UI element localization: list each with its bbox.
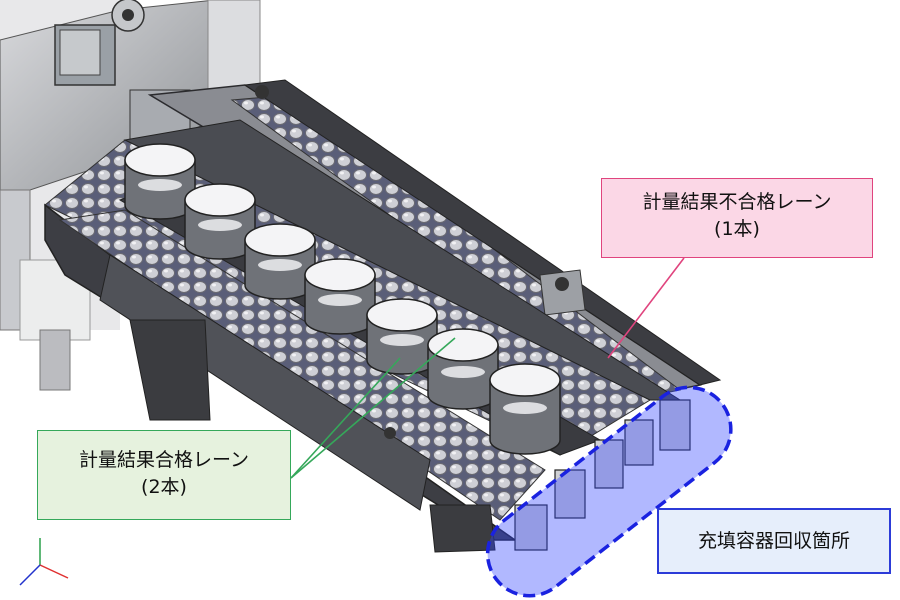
end-stoppers — [514, 399, 691, 551]
cup — [304, 258, 376, 335]
ok-leader-line — [290, 357, 401, 479]
ng-lane-label: 計量結果不合格レーン — [642, 191, 832, 213]
recovery-label: 充填容器回収箇所 — [697, 530, 850, 552]
cup — [489, 363, 561, 455]
ok-lane-count: (2本) — [141, 476, 187, 498]
machine-frame-upper-left — [0, 0, 261, 391]
ng-lane-count: (1本) — [714, 218, 760, 240]
recovery-callout: 充填容器回収箇所 — [657, 508, 891, 574]
ok-lane-frame-lower — [44, 203, 546, 553]
ok-leader-line-2 — [290, 337, 456, 479]
cup — [124, 143, 196, 220]
container-cups — [124, 143, 561, 455]
cup — [184, 183, 256, 260]
cup — [427, 328, 499, 410]
ng-lane-callout: 計量結果不合格レーン (1本) — [601, 178, 873, 258]
ok-lane-label: 計量結果合格レーン — [78, 449, 250, 471]
recovery-area-highlight — [485, 385, 733, 598]
ok-lane-callout: 計量結果合格レーン (2本) — [37, 430, 291, 520]
cup — [244, 223, 316, 300]
ng-leader-line — [607, 257, 685, 359]
cup — [366, 298, 438, 375]
axis-triad-icon — [19, 538, 69, 586]
